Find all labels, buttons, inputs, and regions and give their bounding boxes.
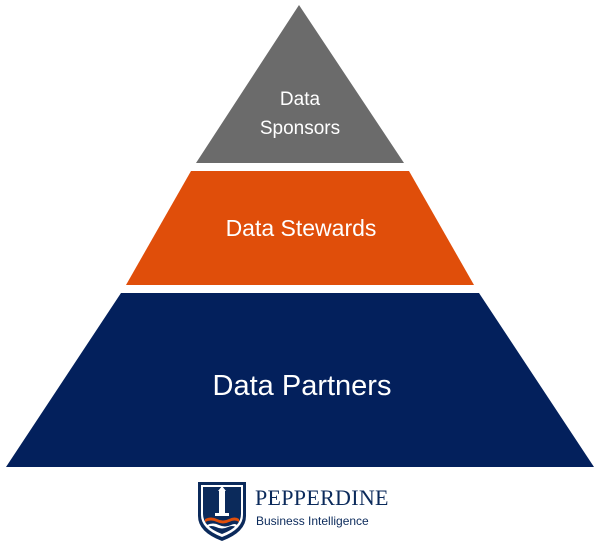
tier-data-partners: Data Partners xyxy=(6,293,594,467)
logo-subtitle: Business Intelligence xyxy=(256,514,369,528)
tier-data-sponsors: Data Sponsors xyxy=(196,5,404,163)
tier-stewards-label: Data Stewards xyxy=(226,215,377,241)
pepperdine-logo: PEPPERDINE Business Intelligence xyxy=(198,482,389,541)
tier-sponsors-label-line1: Data xyxy=(280,89,321,110)
tier-partners-shape xyxy=(6,293,594,467)
shield-icon xyxy=(198,482,246,541)
tier-stewards-shape xyxy=(126,171,474,285)
tier-sponsors-label-line2: Sponsors xyxy=(260,118,340,139)
tier-partners-label: Data Partners xyxy=(213,370,392,402)
tier-sponsors-shape xyxy=(196,5,404,163)
logo-wordmark: PEPPERDINE xyxy=(255,485,389,510)
tier-data-stewards: Data Stewards xyxy=(126,171,474,285)
